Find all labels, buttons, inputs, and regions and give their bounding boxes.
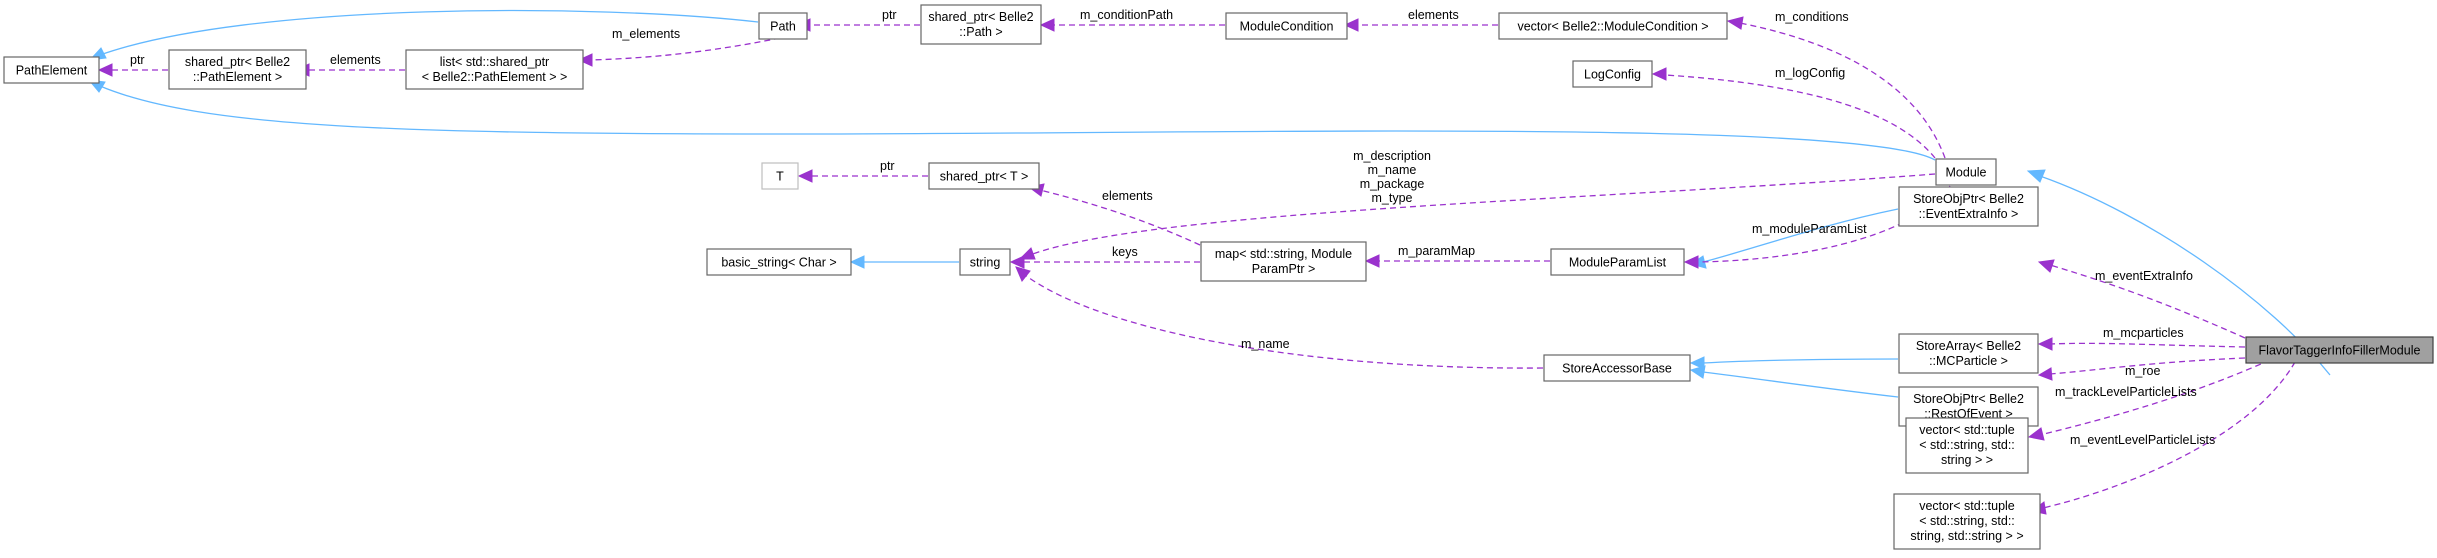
- node-vector-tuple-event[interactable]: vector< std::tuple < std::string, std:: …: [1893, 493, 2041, 550]
- edge-label-m-tracklevelparticlelists: m_trackLevelParticleLists: [2055, 385, 2197, 399]
- edge-label-m-package: m_package: [1360, 177, 1425, 191]
- node-label: map< std::string, Module: [1215, 247, 1352, 261]
- edge-string-inherits-basicstring: [849, 255, 959, 269]
- node-label: FlavorTaggerInfoFillerModule: [2259, 344, 2421, 358]
- node-path[interactable]: Path: [758, 12, 808, 40]
- edge-ptr-pathelement: ptr: [97, 53, 168, 77]
- node-t[interactable]: T: [761, 162, 799, 190]
- edge-eventextra-inherits-storeaccessor: [1689, 208, 1899, 269]
- edge-label-ptr-path: ptr: [882, 8, 897, 22]
- node-label: basic_string< Char >: [721, 256, 836, 270]
- node-flavortaggerinfofillermodule[interactable]: FlavorTaggerInfoFillerModule: [2245, 336, 2434, 364]
- edge-label-m-type: m_type: [1372, 191, 1413, 205]
- edge-label-ptr: ptr: [130, 53, 145, 67]
- node-label: shared_ptr< Belle2: [185, 55, 290, 69]
- edge-ptr-t: ptr: [797, 159, 928, 183]
- node-label: string > >: [1941, 453, 1993, 467]
- node-label: string, std::string > >: [1910, 529, 2023, 543]
- node-label: vector< Belle2::ModuleCondition >: [1517, 20, 1708, 34]
- edge-label-m-logconfig: m_logConfig: [1775, 66, 1845, 80]
- node-storearray-mcparticle[interactable]: StoreArray< Belle2 ::MCParticle >: [1898, 333, 2039, 374]
- edge-m-eventextrainfo: m_eventExtraInfo: [2037, 259, 2246, 339]
- node-modulecondition[interactable]: ModuleCondition: [1225, 12, 1348, 40]
- edge-m-tracklevelparticlelists: m_trackLevelParticleLists: [2027, 359, 2271, 441]
- node-label: vector< std::tuple: [1919, 423, 2015, 437]
- node-label: < std::string, std::: [1919, 514, 2015, 528]
- edge-m-logconfig: m_logConfig: [1651, 66, 1936, 159]
- edge-keys: keys: [1009, 245, 1200, 269]
- node-label: Path: [770, 20, 796, 34]
- node-label: string: [970, 256, 1001, 270]
- node-label: shared_ptr< Belle2: [928, 10, 1033, 24]
- edge-label-m-moduleparamlist: m_moduleParamList: [1752, 222, 1867, 236]
- node-label: ::MCParticle >: [1929, 354, 2008, 368]
- node-basic-string[interactable]: basic_string< Char >: [706, 248, 852, 276]
- edge-label-m-roe: m_roe: [2125, 364, 2160, 378]
- node-label: PathElement: [16, 64, 88, 78]
- node-label: < std::string, std::: [1919, 438, 2015, 452]
- edge-elements-conditions: elements: [1343, 8, 1498, 32]
- node-label: < Belle2::PathElement > >: [422, 70, 568, 84]
- node-label: ::EventExtraInfo >: [1919, 207, 2019, 221]
- edge-label-ptr-t: ptr: [880, 159, 895, 173]
- node-list-shared-ptr[interactable]: list< std::shared_ptr < Belle2::PathElem…: [405, 49, 584, 90]
- edge-label-m-name-module: m_name: [1368, 163, 1417, 177]
- node-moduleparamlist[interactable]: ModuleParamList: [1550, 248, 1685, 276]
- node-shared-ptr-t[interactable]: shared_ptr< T >: [928, 162, 1040, 190]
- node-label: ::PathElement >: [193, 70, 282, 84]
- node-label: Module: [1946, 166, 1987, 180]
- node-label: ::Path >: [959, 25, 1002, 39]
- node-vector-modulecondition[interactable]: vector< Belle2::ModuleCondition >: [1498, 12, 1728, 40]
- edge-label-m-name: m_name: [1241, 337, 1290, 351]
- edge-m-elements: m_elements: [577, 27, 781, 67]
- node-logconfig[interactable]: LogConfig: [1572, 60, 1653, 88]
- edge-m-condition-path: m_conditionPath: [1039, 8, 1225, 32]
- edge-label-m-elements: m_elements: [612, 27, 680, 41]
- edge-ptr-path: ptr: [795, 8, 920, 32]
- node-label: StoreObjPtr< Belle2: [1913, 192, 2024, 206]
- node-restofevent-label-1: StoreObjPtr< Belle2: [1913, 392, 2024, 406]
- node-label: StoreArray< Belle2: [1916, 339, 2021, 353]
- edge-label-m-conditionpath: m_conditionPath: [1080, 8, 1173, 22]
- node-label: StoreAccessorBase: [1562, 362, 1672, 376]
- node-label: LogConfig: [1584, 68, 1641, 82]
- edge-label-keys: keys: [1112, 245, 1138, 259]
- edge-m-parammap: m_paramMap: [1364, 244, 1550, 268]
- edge-label-elements-map: elements: [1102, 189, 1153, 203]
- edge-label-m-parammap: m_paramMap: [1398, 244, 1475, 258]
- edge-m-conditions: m_conditions: [1726, 10, 1946, 159]
- edge-m-name: m_name: [1015, 266, 1544, 369]
- node-label: vector< std::tuple: [1919, 499, 2015, 513]
- edge-roe-inherits-storeaccessor: [1689, 365, 1899, 398]
- node-label: list< std::shared_ptr: [440, 55, 549, 69]
- node-shared-ptr-path[interactable]: shared_ptr< Belle2 ::Path >: [920, 4, 1042, 45]
- node-label: ParamPtr >: [1252, 262, 1316, 276]
- node-shared-ptr-pathelement[interactable]: shared_ptr< Belle2 ::PathElement >: [168, 49, 307, 90]
- node-module[interactable]: Module: [1935, 158, 1997, 186]
- edge-label-m-eventextrainfo: m_eventExtraInfo: [2095, 269, 2193, 283]
- edge-label-elements: elements: [330, 53, 381, 67]
- edge-label-m-eventlevelparticlelists: m_eventLevelParticleLists: [2070, 433, 2215, 447]
- node-label: ModuleParamList: [1569, 256, 1667, 270]
- node-storeaccessorbase[interactable]: StoreAccessorBase: [1543, 354, 1691, 382]
- node-string[interactable]: string: [959, 248, 1011, 276]
- edge-label-m-mcparticles: m_mcparticles: [2103, 326, 2184, 340]
- edge-m-mcparticles: m_mcparticles: [2037, 326, 2246, 351]
- node-storeobjptr-eventextrainfo[interactable]: StoreObjPtr< Belle2 ::EventExtraInfo >: [1898, 186, 2039, 227]
- edge-label-elements-conditions: elements: [1408, 8, 1459, 22]
- node-label: shared_ptr< T >: [940, 170, 1029, 184]
- edge-mcparticle-inherits-storeaccessor: [1689, 356, 1899, 370]
- edge-elements-list: elements: [294, 53, 405, 77]
- edge-m-roe: m_roe: [2037, 357, 2246, 381]
- edge-string-members: m_description m_name m_package m_type: [1018, 149, 1936, 260]
- node-pathelement[interactable]: PathElement: [3, 56, 100, 84]
- edge-label-m-conditions: m_conditions: [1775, 10, 1849, 24]
- node-vector-tuple-track[interactable]: vector< std::tuple < std::string, std:: …: [1905, 417, 2029, 474]
- edge-label-m-description: m_description: [1353, 149, 1431, 163]
- node-map-param[interactable]: map< std::string, Module ParamPtr >: [1200, 241, 1367, 282]
- edge-module-inherits-pathelement: [87, 79, 1936, 161]
- node-label: ModuleCondition: [1240, 20, 1334, 34]
- node-label: T: [776, 170, 784, 184]
